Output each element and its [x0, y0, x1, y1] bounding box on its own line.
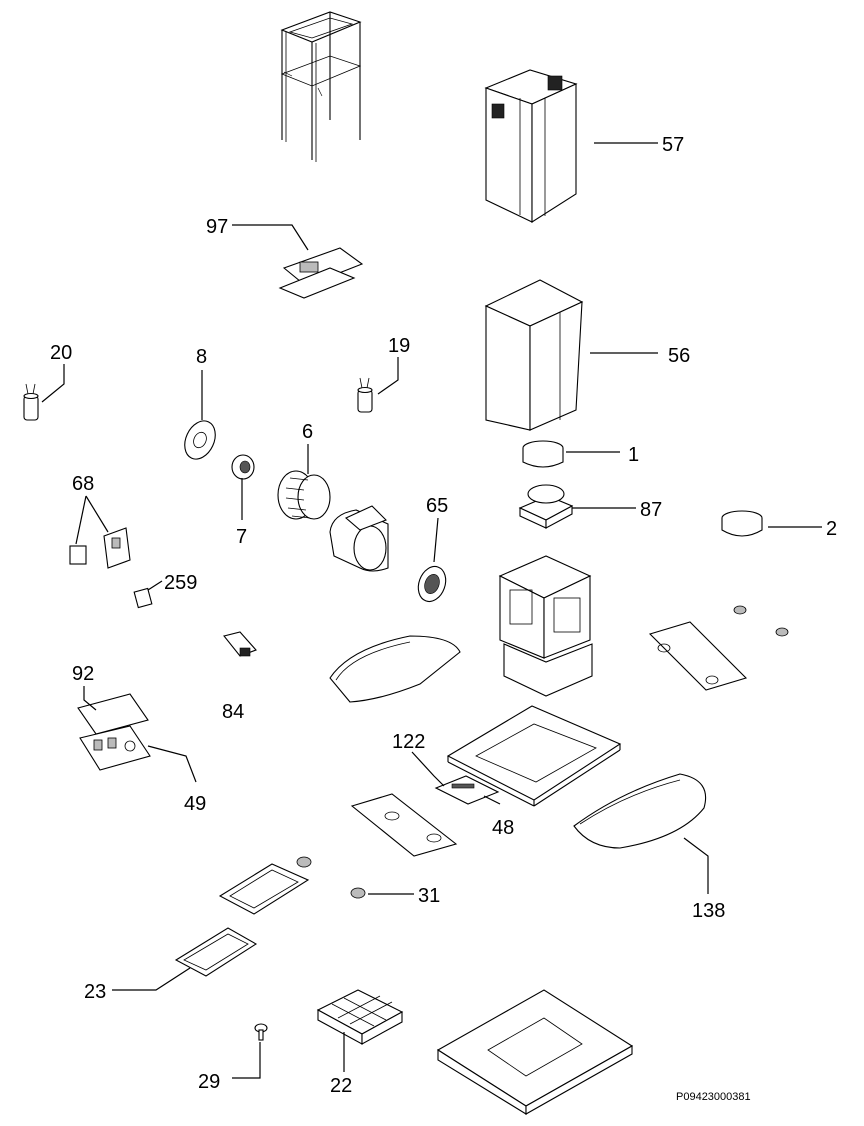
callout-19: 19: [388, 335, 410, 357]
leader-lines: [41, 142, 822, 1079]
glass-panel-part: [573, 773, 707, 849]
callout-8: 8: [196, 346, 207, 368]
nut-31-part: [296, 856, 366, 899]
air-outlet-87-part: [518, 484, 574, 529]
callout-68: 68: [72, 473, 94, 495]
capacitor-19-part: [357, 377, 373, 413]
callout-57: 57: [662, 134, 684, 156]
grease-filter-upper-part: [218, 863, 310, 915]
filter-plate-part: [329, 635, 461, 703]
board-122-part: [434, 775, 500, 805]
disc-8-part: [184, 420, 216, 460]
capacitor-20-part: [23, 383, 39, 421]
chip-259-part: [133, 587, 153, 609]
callout-84: 84: [222, 701, 244, 723]
callout-122: 122: [392, 731, 425, 753]
grease-filter-lower-part: [174, 927, 258, 977]
callout-2: 2: [826, 518, 837, 540]
callout-49: 49: [184, 793, 206, 815]
carbon-filter-22-part: [316, 989, 404, 1045]
figure-code: P09423000381: [676, 1091, 751, 1103]
lower-bracket-part: [350, 793, 458, 857]
callout-29: 29: [198, 1071, 220, 1093]
callout-87: 87: [640, 499, 662, 521]
right-bracket-part: [648, 605, 789, 691]
callout-labels: 57 97 56 20 19 8 6 1 68 65 87 2 7 259 92…: [50, 134, 837, 1103]
callout-138: 138: [692, 900, 725, 922]
bracket-plate-part: [278, 247, 364, 299]
motor-cage-part: [498, 555, 593, 697]
callout-259: 259: [164, 572, 197, 594]
callout-22: 22: [330, 1075, 352, 1097]
base-plate-part: [446, 705, 622, 807]
control-panel-part: [77, 693, 151, 771]
callout-65: 65: [426, 495, 448, 517]
chimney-upper-part: [484, 69, 578, 224]
block-84-part: [223, 631, 257, 657]
callout-6: 6: [302, 421, 313, 443]
canopy-body-part: [436, 989, 634, 1115]
support-frame-part: [280, 11, 362, 162]
ring-1-part: [522, 440, 564, 468]
callout-56: 56: [668, 345, 690, 367]
callout-92: 92: [72, 663, 94, 685]
hub-7-part: [231, 454, 255, 480]
callout-31: 31: [418, 885, 440, 907]
chimney-lower-part: [484, 279, 584, 431]
ring-2-part: [721, 510, 763, 537]
fan-wheel-6-part: [277, 470, 331, 520]
grille-65-part: [417, 565, 447, 603]
screw-29-part: [254, 1023, 268, 1041]
switch-68-part: [69, 527, 131, 569]
callout-7: 7: [236, 526, 247, 548]
callout-48: 48: [492, 817, 514, 839]
motor-housing-part: [329, 505, 389, 572]
callout-20: 20: [50, 342, 72, 364]
callout-23: 23: [84, 981, 106, 1003]
callout-97: 97: [206, 216, 228, 238]
callout-1: 1: [628, 444, 639, 466]
